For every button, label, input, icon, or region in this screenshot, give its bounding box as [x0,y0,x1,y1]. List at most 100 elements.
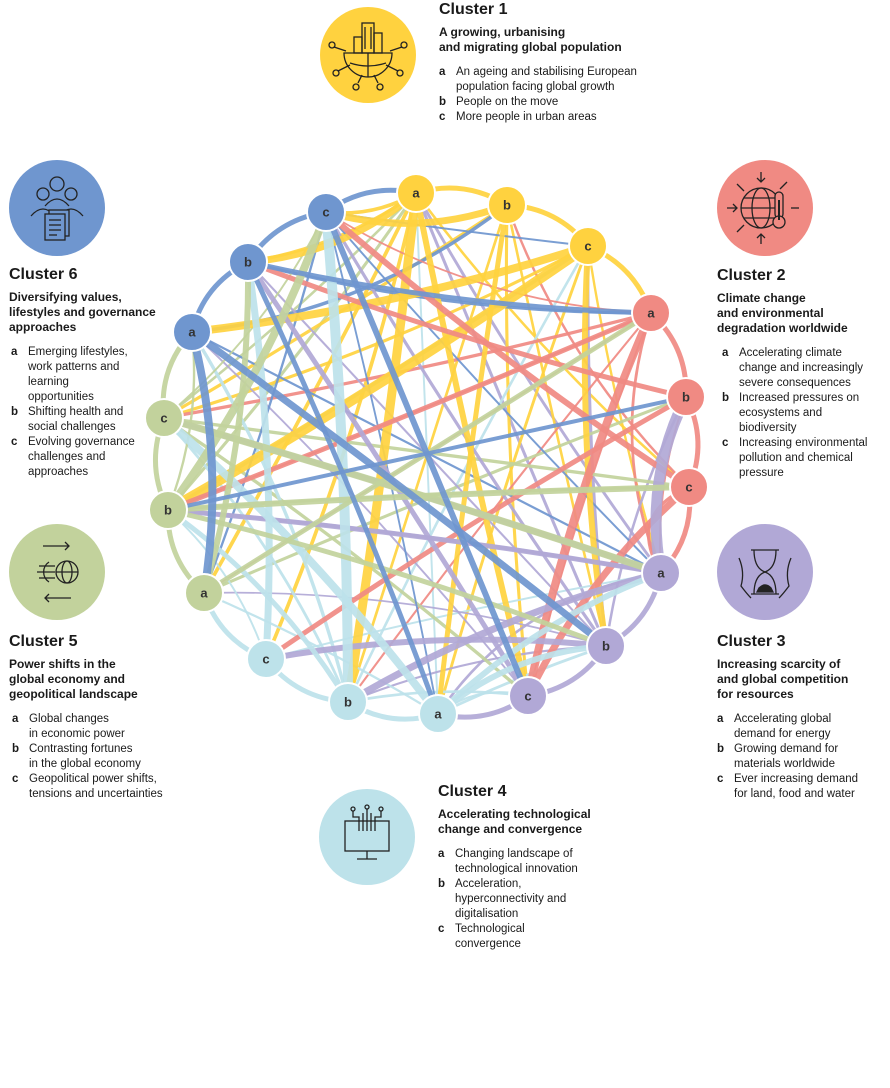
cluster-6-people-document-icon [9,160,105,256]
cluster-6-subtitle: Diversifying values, lifestyles and gove… [9,290,156,334]
network-link [245,259,441,717]
network-node [487,185,527,225]
cluster-3-description: Cluster 3 Increasing scarcity of and glo… [717,633,887,802]
network-link [164,208,330,514]
cluster-4-computer-icon [319,789,415,885]
network-node [418,694,458,734]
cluster-2-thermometer-globe-icon [717,160,813,256]
network-link [201,259,252,596]
network-link [524,483,693,700]
network-links [153,185,701,722]
network-node-label: b [503,198,511,213]
network-node-label: b [602,639,610,654]
network-link [245,259,689,400]
cluster-3-title: Cluster 3 [717,633,786,650]
network-node-label: c [685,480,692,495]
network-node [631,293,671,333]
network-node-label: a [657,566,665,581]
network-node [669,467,709,507]
cluster-5-title: Cluster 5 [9,633,78,650]
network-link [188,328,610,650]
network-link [188,328,217,597]
cluster-5-subtitle: Power shifts in the global economy and g… [9,657,138,701]
network-node-label: a [200,586,208,601]
network-link [346,690,530,704]
network-node-label: a [188,325,196,340]
cluster-6-description: Cluster 6 Diversifying values, lifestyle… [9,266,179,480]
network-link [165,507,609,649]
cluster-5-globe-arrows-icon [9,524,105,620]
network-node-label: b [344,695,352,710]
cluster-2-description: Cluster 2 Climate change and environment… [717,267,889,481]
network-node-label: b [244,255,252,270]
network-node [586,626,626,666]
network-node-label: b [682,390,690,405]
network-node [228,242,268,282]
cluster-6-title: Cluster 6 [9,266,78,283]
network-node-label: c [322,205,329,220]
network-link [166,395,688,512]
network-node-label: a [434,707,442,722]
network-node [148,490,188,530]
cluster-2-subtitle: Climate change and environmental degrada… [717,291,848,335]
network-link [343,188,421,707]
network-link [203,591,607,647]
network-link [323,209,692,490]
network-link [322,201,511,227]
cluster-5-description: Cluster 5 Power shifts in the global eco… [9,633,199,802]
network-link [166,191,418,512]
cluster-4-subtitle: Accelerating technological change and co… [438,807,591,836]
cluster-2-title: Cluster 2 [717,267,786,284]
network-node [144,398,184,438]
network-link [202,210,328,595]
network-node [568,226,608,266]
network-node-label: c [262,652,269,667]
cluster-1-subtitle: A growing, urbanising and migrating glob… [439,25,622,54]
network-node [641,553,681,593]
network-node [184,573,224,613]
network-link [414,191,691,489]
network-node [246,639,286,679]
network-node-label: c [160,411,167,426]
network-link [165,484,692,513]
network-node [396,173,436,213]
network-node [666,377,706,417]
network-node [306,192,346,232]
network-link [264,191,418,661]
network-link [263,636,609,662]
network-node-label: b [164,503,172,518]
cluster-3-hourglass-icon [717,524,813,620]
network-node-label: a [647,306,655,321]
network-node-label: c [584,239,591,254]
network-link [650,391,692,579]
cluster-4-title: Cluster 4 [438,783,507,800]
network-node [508,676,548,716]
network-link [245,259,654,316]
network-link [263,394,689,662]
